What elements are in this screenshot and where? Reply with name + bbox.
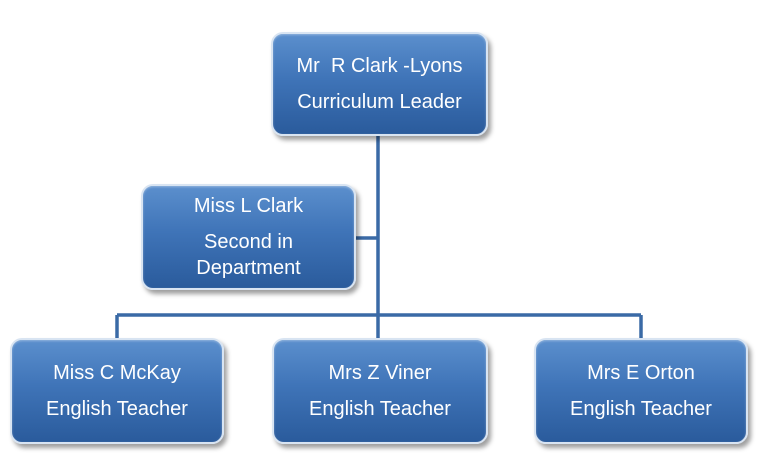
node-english-teacher-2: Mrs Z Viner English Teacher: [272, 338, 488, 444]
node-name: Miss C McKay: [53, 362, 181, 384]
node-name: Miss L Clark: [193, 195, 304, 217]
node-role: Curriculum Leader: [297, 91, 462, 113]
node-role: English Teacher: [46, 398, 188, 420]
node-english-teacher-3: Mrs E Orton English Teacher: [534, 338, 748, 444]
node-name: Mr R Clark -Lyons: [296, 55, 463, 77]
node-english-teacher-1: Miss C McKay English Teacher: [10, 338, 224, 444]
node-name: Mrs E Orton: [587, 362, 695, 384]
node-role: English Teacher: [570, 398, 712, 420]
node-curriculum-leader: Mr R Clark -Lyons Curriculum Leader: [271, 32, 488, 136]
node-second-in-department: Miss L Clark Second in Department: [141, 184, 356, 290]
node-role: English Teacher: [309, 398, 451, 420]
node-role: Second in Department: [196, 231, 301, 279]
node-name: Mrs Z Viner: [328, 362, 432, 384]
